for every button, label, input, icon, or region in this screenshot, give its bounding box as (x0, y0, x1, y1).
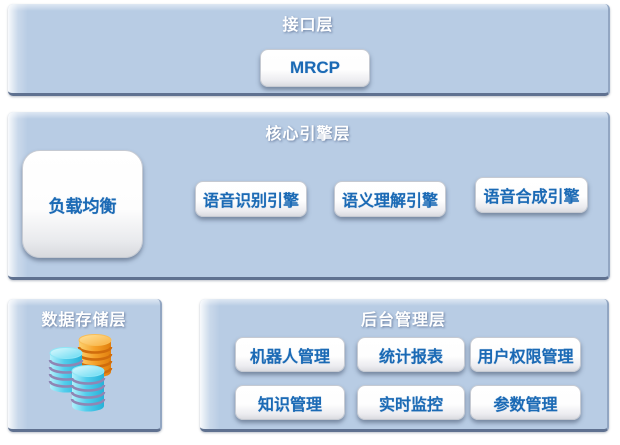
robot-management-box: 机器人管理 (235, 337, 345, 372)
load-balancer-box: 负载均衡 (22, 150, 143, 258)
knowledge-management-box: 知识管理 (235, 385, 345, 420)
semantic-understanding-engine-box: 语义理解引擎 (334, 181, 446, 217)
mrcp-box: MRCP (260, 49, 370, 87)
backend-management-layer-title: 后台管理层 (360, 312, 446, 329)
data-storage-layer-title: 数据存储层 (41, 312, 127, 329)
speech-recognition-engine-box: 语音识别引擎 (195, 181, 307, 217)
realtime-monitoring-box: 实时监控 (357, 385, 465, 420)
panel-interface-layer: 接口层 (8, 4, 610, 96)
interface-layer-title: 接口层 (282, 17, 334, 34)
statistics-report-box: 统计报表 (357, 337, 465, 372)
db-cylinder-cyan-front (70, 365, 106, 412)
database-icon (48, 334, 113, 412)
user-permission-management-box: 用户权限管理 (470, 337, 581, 372)
core-engine-layer-title: 核心引擎层 (265, 126, 351, 143)
speech-synthesis-engine-box: 语音合成引擎 (475, 177, 588, 213)
parameter-management-box: 参数管理 (470, 385, 581, 420)
